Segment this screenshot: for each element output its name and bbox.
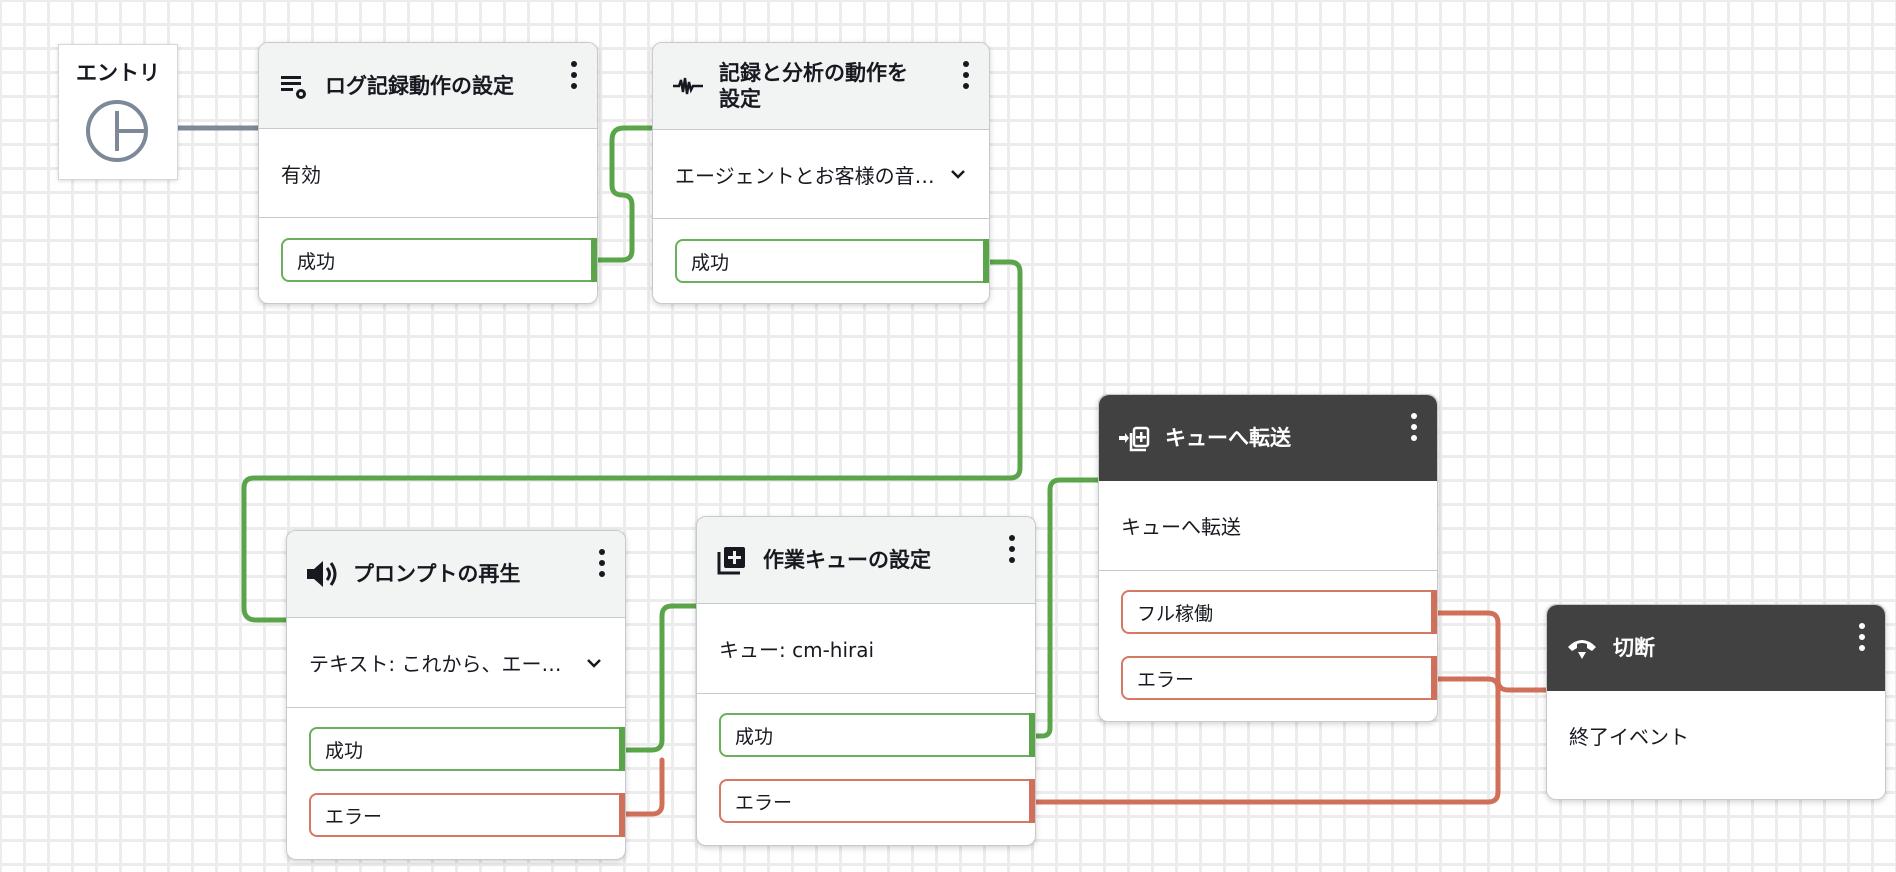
list-settings-icon <box>277 69 311 103</box>
chevron-down-icon[interactable] <box>585 654 603 672</box>
block-title: プロンプトの再生 <box>353 562 521 586</box>
more-options-icon[interactable] <box>1411 413 1417 446</box>
branch-label: エラー <box>325 805 383 828</box>
wire-transfer-error-to-disconnect <box>1433 676 1501 692</box>
branch-label: 成功 <box>691 251 730 274</box>
speaker-icon <box>305 557 339 591</box>
more-options-icon[interactable] <box>599 549 605 582</box>
branch-success[interactable]: 成功 <box>675 239 989 283</box>
branch-at-capacity[interactable]: フル稼働 <box>1121 590 1437 634</box>
branch-success[interactable]: 成功 <box>309 727 625 771</box>
chevron-down-icon[interactable] <box>949 165 967 183</box>
block-body-text: キューへ転送 <box>1121 515 1241 539</box>
transfer-queue-icon <box>1117 421 1151 455</box>
wire-prompt-success-to-working-queue <box>621 603 715 753</box>
branch-label: 成功 <box>325 739 364 762</box>
more-options-icon[interactable] <box>571 61 577 94</box>
wire-working-queue-error-to-disconnect <box>1031 687 1501 805</box>
more-options-icon[interactable] <box>1859 623 1865 656</box>
add-queue-icon <box>715 543 749 577</box>
wire-prompt-error-to-working-queue <box>621 757 665 817</box>
block-body-text: エージェントとお客様の音… <box>675 163 935 188</box>
block-title: キューへ転送 <box>1165 426 1291 450</box>
block-title: 切断 <box>1613 636 1655 660</box>
wire-recording-to-prompt <box>241 259 1023 623</box>
branch-label: フル稼働 <box>1137 602 1214 625</box>
entry-block[interactable]: エントリ <box>58 44 178 180</box>
branch-label: 成功 <box>297 250 336 273</box>
more-options-icon[interactable] <box>1009 535 1015 568</box>
wire-working-queue-success-to-transfer <box>1031 477 1117 739</box>
block-transfer-to-queue[interactable]: キューへ転送 キューへ転送 フル稼働 エラー <box>1098 394 1438 722</box>
block-body-text: キュー: cm-hirai <box>719 638 875 662</box>
block-disconnect[interactable]: 切断 終了イベント <box>1546 604 1886 800</box>
block-set-recording-behavior[interactable]: 記録と分析の動作を設定 エージェントとお客様の音… 成功 <box>652 42 990 304</box>
wire-transfer-full-to-disconnect <box>1433 610 1565 693</box>
waveform-icon <box>671 69 705 103</box>
branch-success[interactable]: 成功 <box>719 713 1035 757</box>
block-title: ログ記録動作の設定 <box>325 73 514 98</box>
block-body-text: テキスト: これから、エー… <box>309 652 562 676</box>
block-set-logging-behavior[interactable]: ログ記録動作の設定 有効 成功 <box>258 42 598 304</box>
more-options-icon[interactable] <box>963 61 969 94</box>
entry-point-icon <box>86 100 148 162</box>
wire-logging-to-recording <box>593 125 669 263</box>
entry-label: エントリ <box>76 61 160 85</box>
block-set-working-queue[interactable]: 作業キューの設定 キュー: cm-hirai 成功 エラー <box>696 516 1036 846</box>
block-play-prompt[interactable]: プロンプトの再生 テキスト: これから、エー… 成功 エラー <box>286 530 626 860</box>
branch-error[interactable]: エラー <box>1121 656 1437 700</box>
branch-error[interactable]: エラー <box>309 793 625 837</box>
block-title: 記録と分析の動作を設定 <box>719 61 908 111</box>
block-body-text: 有効 <box>281 162 321 187</box>
branch-error[interactable]: エラー <box>719 779 1035 823</box>
branch-success[interactable]: 成功 <box>281 238 597 282</box>
branch-label: エラー <box>735 791 793 814</box>
branch-label: 成功 <box>735 725 774 748</box>
hang-up-icon <box>1565 631 1599 665</box>
block-title: 作業キューの設定 <box>763 548 931 572</box>
branch-label: エラー <box>1137 668 1195 691</box>
block-body-text: 終了イベント <box>1569 724 1689 749</box>
